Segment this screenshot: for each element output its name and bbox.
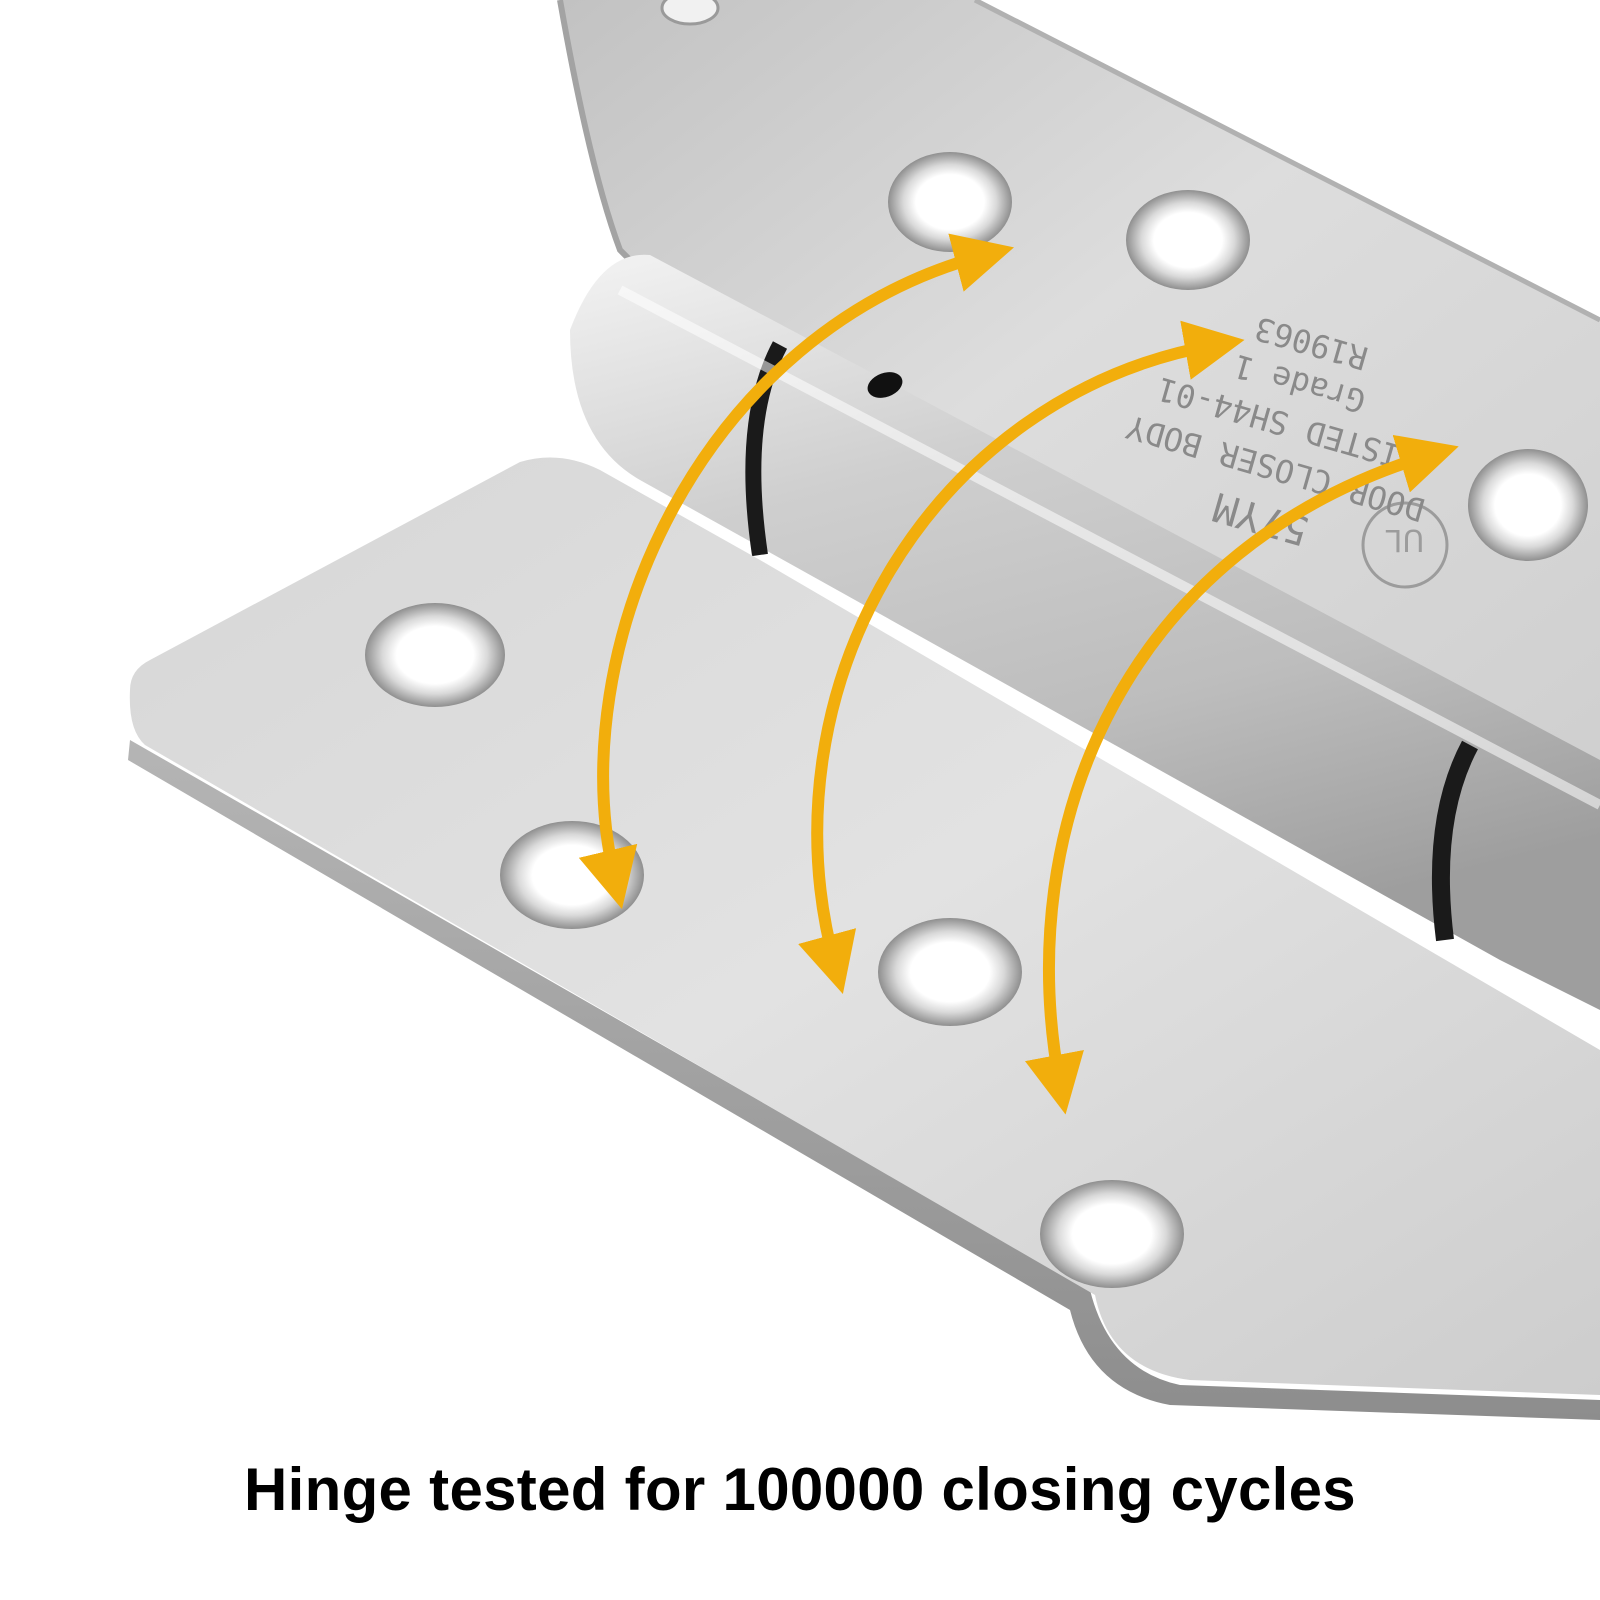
screw-hole xyxy=(1468,449,1588,561)
screw-hole xyxy=(500,821,644,929)
screw-hole xyxy=(1126,190,1250,290)
screw-hole xyxy=(878,918,1022,1026)
screw-hole xyxy=(888,152,1012,252)
motion-arrow xyxy=(1024,434,1459,1115)
motion-arrow xyxy=(798,320,1245,994)
caption-text: Hinge tested for 100000 closing cycles xyxy=(244,1456,1356,1523)
screw-hole xyxy=(365,603,505,707)
motion-arrow xyxy=(578,233,1015,910)
screw-hole xyxy=(1040,1180,1184,1288)
motion-arrows xyxy=(578,233,1459,1115)
